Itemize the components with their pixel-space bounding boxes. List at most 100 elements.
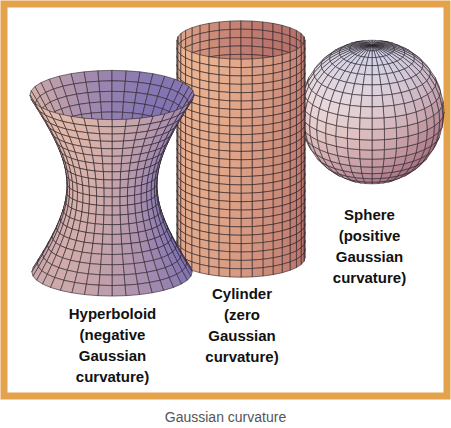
mesh-patch — [131, 242, 142, 253]
hyperboloid-surface — [30, 70, 194, 296]
mesh-patch — [384, 117, 396, 129]
mesh-patch — [252, 226, 263, 235]
mesh-patch — [87, 170, 96, 179]
mesh-patch — [372, 150, 384, 160]
mesh-patch — [75, 272, 89, 284]
mesh-patch — [127, 187, 134, 197]
mesh-patch — [241, 29, 252, 38]
mesh-patch — [368, 46, 372, 51]
mesh-patch — [252, 209, 263, 218]
mesh-patch — [219, 83, 230, 92]
mesh-patch — [88, 213, 96, 224]
mesh-patch — [104, 180, 112, 189]
mesh-patch — [252, 117, 263, 126]
mesh-patch — [102, 156, 112, 164]
mesh-patch — [121, 234, 131, 245]
mesh-patch — [123, 92, 136, 103]
mesh-patch — [362, 173, 372, 178]
mesh-patch — [112, 134, 124, 142]
mesh-patch — [219, 117, 230, 126]
mesh-patch — [219, 58, 230, 67]
mesh-patch — [241, 151, 252, 160]
mesh-patch — [112, 206, 120, 215]
mesh-patch — [103, 164, 112, 172]
mesh-patch — [120, 214, 129, 224]
mesh-patch — [252, 46, 263, 55]
mesh-patch — [241, 218, 252, 227]
mesh-patch — [241, 185, 252, 194]
mesh-patch — [241, 84, 252, 93]
mesh-patch — [93, 155, 103, 163]
mesh-patch — [241, 201, 252, 210]
mesh-patch — [372, 85, 382, 96]
mesh-patch — [361, 44, 372, 45]
mesh-patch — [230, 92, 241, 101]
mesh-patch — [230, 176, 241, 185]
mesh-patch — [219, 150, 230, 159]
sphere-surface — [300, 40, 444, 184]
mesh-patch — [124, 81, 138, 92]
mesh-patch — [112, 172, 121, 180]
mesh-patch — [96, 188, 104, 197]
mesh-patch — [241, 46, 252, 55]
mesh-patch — [219, 184, 230, 193]
mesh-patch — [360, 118, 372, 130]
mesh-patch — [230, 218, 241, 227]
mesh-patch — [372, 129, 385, 140]
mesh-patch — [359, 140, 372, 150]
mesh-patch — [241, 160, 252, 169]
mesh-patch — [282, 262, 290, 273]
mesh-patch — [96, 179, 104, 188]
mesh-patch — [241, 168, 252, 177]
mesh-patch — [112, 215, 120, 225]
mesh-patch — [219, 75, 230, 84]
mesh-patch — [241, 76, 252, 85]
mesh-patch — [230, 185, 241, 194]
mesh-patch — [112, 264, 124, 275]
mesh-patch — [120, 179, 128, 188]
mesh-patch — [241, 143, 252, 152]
mesh-patch — [372, 159, 384, 167]
mesh-patch — [230, 76, 241, 85]
mesh-patch — [252, 268, 263, 277]
mesh-patch — [72, 283, 87, 295]
mesh-patch — [230, 134, 241, 143]
mesh-patch — [372, 106, 384, 118]
mesh-patch — [241, 176, 252, 185]
mesh-patch — [363, 75, 372, 85]
mesh-patch — [230, 59, 241, 68]
mesh-patch — [112, 91, 124, 102]
mesh-patch — [394, 104, 406, 117]
mesh-patch — [88, 92, 101, 103]
mesh-patch — [241, 118, 252, 127]
mesh-patch — [219, 125, 230, 134]
mesh-patch — [112, 70, 126, 81]
mesh-patch — [112, 164, 121, 172]
picture-frame — [4, 4, 447, 396]
mesh-patch — [120, 224, 129, 234]
mesh-patch — [230, 260, 241, 269]
mesh-patch — [124, 274, 137, 285]
mesh-patch — [230, 38, 241, 47]
mesh-patch — [252, 142, 263, 151]
mesh-patch — [96, 196, 104, 206]
mesh-patch — [112, 141, 123, 149]
mesh-patch — [219, 167, 230, 176]
mesh-patch — [219, 201, 230, 210]
mesh-patch — [135, 203, 142, 214]
mesh-patch — [252, 125, 263, 134]
mesh-patch — [123, 102, 135, 113]
mesh-patch — [219, 100, 230, 109]
mesh-patch — [219, 46, 230, 55]
mesh-patch — [219, 21, 230, 30]
mesh-patch — [112, 149, 123, 157]
mesh-patch — [230, 243, 241, 252]
mesh-patch — [347, 128, 359, 140]
mesh-patch — [219, 268, 230, 277]
mesh-patch — [101, 102, 112, 113]
mesh-patch — [99, 126, 112, 134]
mesh-patch — [230, 67, 241, 76]
mesh-patch — [125, 71, 140, 83]
mesh-patch — [112, 179, 120, 188]
mesh-patch — [230, 227, 241, 236]
